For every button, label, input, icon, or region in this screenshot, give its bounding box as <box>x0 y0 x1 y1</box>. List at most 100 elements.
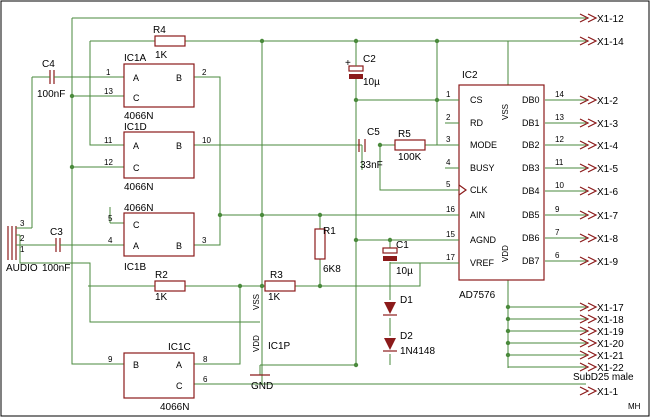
connector-arrow-icon <box>579 326 598 336</box>
ic2-pin-label: RD <box>470 118 483 128</box>
signature: MH <box>628 402 641 411</box>
connector-label: X1-6 <box>597 187 619 198</box>
junction-dot <box>505 352 511 358</box>
ic1b-a-label: A <box>133 241 139 251</box>
junctions <box>69 38 511 368</box>
connector-label: X1-18 <box>597 315 624 326</box>
connector-arrow-icon <box>579 95 598 105</box>
capacitor-c1: C1 10µ <box>382 240 413 277</box>
connector-arrow-icon <box>579 163 598 173</box>
ic2-pin-number: 2 <box>446 113 451 122</box>
junction-dot <box>69 93 75 99</box>
c3-plates <box>55 238 61 252</box>
ic1d-b-label: B <box>176 141 182 151</box>
ic1b-c-label: C <box>133 220 140 230</box>
c4-value: 100nF <box>37 89 65 100</box>
c4-name: C4 <box>42 59 55 70</box>
ic2-pin-number: 4 <box>446 158 451 167</box>
d2-name: D2 <box>400 331 413 342</box>
ic1c-switch: IC1C 4066N B A C 9 8 6 <box>108 342 208 413</box>
ic2-pin-number: 15 <box>446 230 455 239</box>
wire-ic1a-out <box>194 76 221 246</box>
ic1c-pin-c: 6 <box>203 375 208 384</box>
audio-name: AUDIO <box>6 263 38 274</box>
diode-d1: D1 <box>383 295 413 316</box>
connector-label: X1-7 <box>597 211 619 222</box>
capacitor-c3: C3 100nF <box>42 227 70 274</box>
connector-arrow-icon <box>579 233 598 243</box>
ic2-pin-label: MODE <box>470 140 497 150</box>
ic1a-type: 4066N <box>124 111 153 122</box>
ic1d-switch: IC1D 4066N A B C 11 10 12 <box>104 122 211 193</box>
ic2-pin-number: 17 <box>446 253 455 262</box>
ic1d-body <box>123 131 195 179</box>
ic2-pin-number: 16 <box>446 205 455 214</box>
junction-dot <box>434 97 440 103</box>
ic2-pin-number: 3 <box>446 135 451 144</box>
audio-jack-leads <box>16 227 32 246</box>
ic1c-pin-a: 8 <box>203 355 208 364</box>
connector-arrow-icon <box>579 350 598 360</box>
ic2-pin-label: CLK <box>470 185 488 195</box>
wire-audio-gnd <box>19 235 260 323</box>
ic2-pin-label: DB0 <box>522 95 540 105</box>
connector-arrow-icon <box>579 302 598 312</box>
ic2-pin-number: 11 <box>555 158 564 167</box>
junction-dot <box>317 212 323 218</box>
r2-name: R2 <box>155 270 168 281</box>
c2-value: 10µ <box>363 77 380 88</box>
ic1a-pin-c: 13 <box>104 87 113 96</box>
ic1c-b-label: B <box>133 360 139 370</box>
r2-value: 1K <box>155 292 168 303</box>
c5-name: C5 <box>367 127 380 138</box>
resistor-r4: R4 1K <box>153 25 186 61</box>
ic1a-c-label: C <box>133 93 140 103</box>
c1-value: 10µ <box>396 266 413 277</box>
ic1d-pin-c: 12 <box>104 158 113 167</box>
connector-arrow-icon <box>579 186 598 196</box>
junction-dot <box>505 304 511 310</box>
r1-value: 6K8 <box>323 264 341 275</box>
ground-symbol: GND <box>250 374 273 392</box>
ic2-pin-label: DB4 <box>522 186 540 196</box>
connector-label: X1-9 <box>597 257 619 268</box>
wire-clk <box>379 145 445 191</box>
ic2-pin-label: BUSY <box>470 163 495 173</box>
ic1c-name: IC1C <box>168 342 191 353</box>
ic2-pin-number: 6 <box>555 251 560 260</box>
ic1b-switch: 4066N IC1B C A B 5 4 3 <box>108 203 207 273</box>
c5-value: 33nF <box>360 160 383 171</box>
gnd-label: GND <box>251 381 273 392</box>
resistor-r5: R5 100K <box>394 129 426 163</box>
connector-label: X1-19 <box>597 327 624 338</box>
ic1b-b-label: B <box>176 241 182 251</box>
connector-label: X1-12 <box>597 14 624 25</box>
junction-dot <box>259 283 265 289</box>
audio-pin-3: 3 <box>20 219 25 228</box>
r4-value: 1K <box>155 50 168 61</box>
c2-name: C2 <box>363 54 376 65</box>
c1-name: C1 <box>396 240 409 251</box>
ic2-pin-number: 13 <box>555 113 564 122</box>
r1-name: R1 <box>323 226 336 237</box>
ic1d-a-label: A <box>133 141 139 151</box>
c3-name: C3 <box>50 227 63 238</box>
ic1p-name: IC1P <box>268 341 291 352</box>
d2-value: 1N4148 <box>400 346 435 357</box>
c5-plates <box>358 139 366 152</box>
connector-x1: X1-12X1-14X1-2X1-3X1-4X1-5X1-6X1-7X1-8X1… <box>579 13 624 398</box>
ic2-pin-label: DB6 <box>522 233 540 243</box>
wire-db-pins <box>545 99 570 262</box>
ic1b-pin-a: 4 <box>108 236 113 245</box>
d1-triangle <box>384 302 396 314</box>
r4-name: R4 <box>153 25 166 36</box>
d2-triangle <box>384 338 396 350</box>
ic1c-a-label: A <box>176 360 182 370</box>
ic2-pin-number: 9 <box>555 205 560 214</box>
junction-dot <box>217 212 223 218</box>
r5-body <box>394 139 426 151</box>
junction-dot <box>434 38 440 44</box>
ic2-pin-label: VREF <box>470 258 495 268</box>
